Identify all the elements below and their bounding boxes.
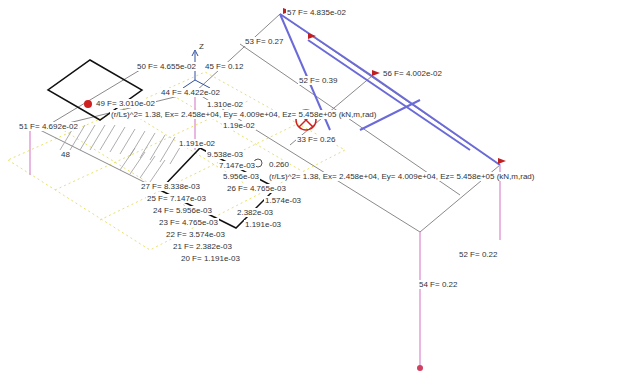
force-label: 52 F= 0.39 [298, 76, 338, 85]
force-label: 1.310e-02 [206, 100, 244, 109]
force-label: 52 F= 0.22 [458, 250, 498, 259]
force-label: 26 F= 4.765e-03 [226, 184, 287, 193]
force-label: 22 F= 3.574e-03 [165, 230, 226, 239]
force-label: 1.19e-02 [222, 121, 256, 130]
force-label: 50 F= 4.655e-02 [136, 62, 197, 71]
force-label: 33 F= 0.26 [296, 135, 336, 144]
force-label: 57 F= 4.835e-02 [286, 8, 347, 17]
force-label: 9.538e-03 [206, 150, 244, 159]
force-label: 54 F= 0.22 [418, 280, 458, 289]
force-label: 49 F= 3.010e-02 [95, 99, 156, 108]
force-label: 1.191e-02 [178, 139, 216, 148]
force-label: 56 F= 4.002e-02 [382, 69, 443, 78]
force-label: 44 F= 4.422e-02 [160, 88, 221, 97]
force-label: 20 F= 1.191e-03 [180, 254, 241, 263]
force-label: 25 F= 7.147e-03 [146, 194, 207, 203]
force-label: 1.574e-03 [264, 196, 302, 205]
force-label: 51 F= 4.692e-02 [18, 122, 79, 131]
force-label: 21 F= 2.382e-03 [172, 242, 233, 251]
force-label: 5.956e-03 [222, 172, 260, 181]
force-label: 53 F= 0.27 [244, 37, 284, 46]
force-label: 7.147e-03 [218, 161, 256, 170]
force-label: (r/Ls)^2= 1.38, Ex= 2.458e+04, Ey= 4.009… [110, 110, 377, 119]
force-label: 27 F= 8.338e-03 [140, 182, 201, 191]
force-label: 0.260 [268, 160, 290, 169]
force-label: 48 [60, 150, 71, 159]
force-label: 2.382e-03 [236, 208, 274, 217]
force-label: Z [198, 42, 205, 51]
force-label: (r/Ls)^2= 1.38, Ex= 2.458e+04, Ey= 4.009… [268, 172, 535, 181]
force-label: 24 F= 5.956e-03 [152, 206, 213, 215]
force-label: 45 F= 0.12 [204, 62, 244, 71]
force-label: 1.191e-03 [244, 220, 282, 229]
force-label: 23 F= 4.765e-03 [158, 218, 219, 227]
